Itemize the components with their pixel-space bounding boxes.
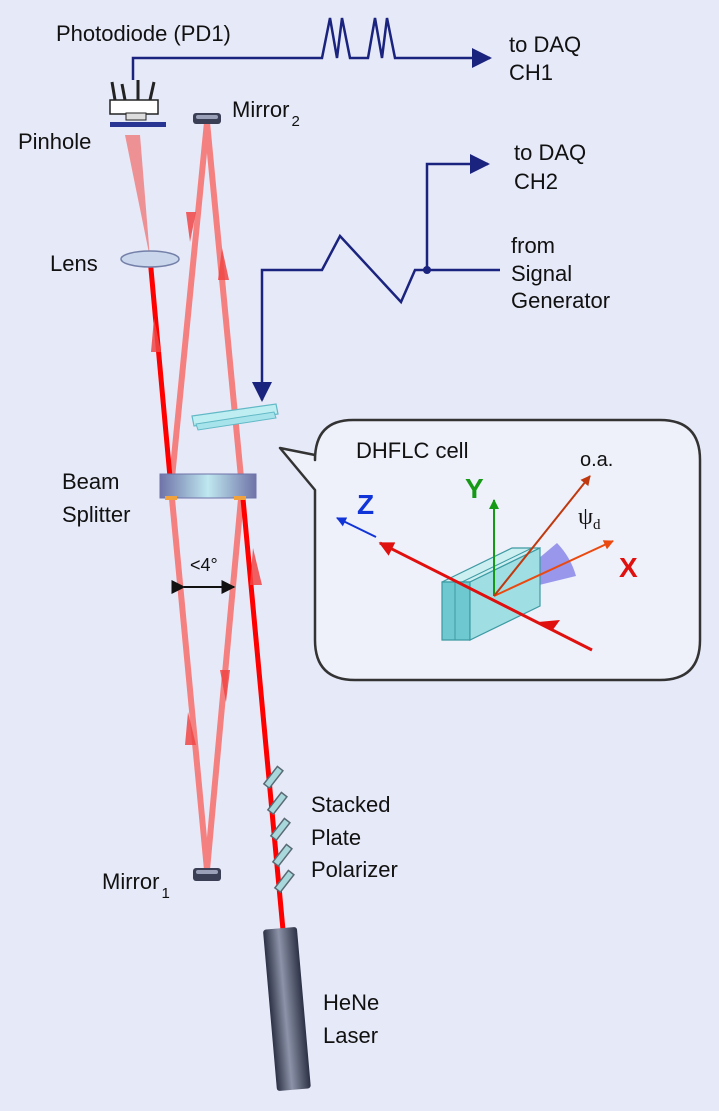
angle-label: <4° [190, 555, 218, 575]
axis-y-label: Y [465, 473, 484, 504]
photodiode-icon [109, 80, 159, 121]
daq-ch2-label-2: CH2 [514, 169, 558, 194]
optic-axis-arrow [493, 475, 591, 597]
lens-label: Lens [50, 251, 98, 276]
beam-direction-arrow [220, 670, 230, 702]
hene-laser [263, 927, 311, 1091]
beam-direction-arrow [218, 248, 229, 280]
axis-z-label: Z [357, 489, 374, 520]
pinhole [110, 122, 166, 127]
lens [120, 250, 180, 268]
pinhole-label: Pinhole [18, 129, 91, 154]
pd-signal-line [131, 17, 492, 80]
laser-label-1: HeNe [323, 990, 379, 1015]
focus-cone [125, 135, 150, 258]
siggen-label-2: Signal [511, 261, 572, 286]
laser-beam [147, 255, 174, 491]
signal-generator-line [252, 233, 500, 402]
beam-direction-arrow [151, 318, 161, 352]
beam-splitter-label-1: Beam [62, 469, 119, 494]
laser-label-2: Laser [323, 1023, 378, 1048]
daq-ch2-label-1: to DAQ [514, 140, 586, 165]
inset-title: DHFLC cell [356, 438, 468, 463]
dhflc-inset: DHFLC cell Z Y X o.a. ψd [278, 418, 702, 682]
polarizer-label-1: Stacked [311, 792, 391, 817]
beam-paths [125, 119, 286, 933]
axis-z-arrow [336, 517, 377, 538]
daq-ch1-label-2: CH1 [509, 60, 553, 85]
beam-direction-arrow [186, 212, 196, 242]
stacked-plate-polarizer [262, 765, 295, 894]
psi-label: ψd [578, 504, 601, 533]
beam-splitter-label-2: Splitter [62, 502, 130, 527]
beam-through-cell [378, 541, 593, 652]
dhflc-cell [441, 547, 541, 641]
beam-direction-arrow [250, 548, 262, 585]
dhflc-cell-in-path [191, 403, 279, 431]
ch2-signal-line [425, 154, 490, 270]
mirror-1 [193, 868, 221, 881]
weak-beam-segment [168, 119, 210, 491]
beam-splitter [159, 473, 257, 500]
axis-x-label: X [619, 552, 638, 583]
weak-beam-segment [168, 485, 210, 873]
polarizer-label-3: Polarizer [311, 857, 398, 882]
siggen-label-3: Generator [511, 288, 610, 313]
optic-axis-label: o.a. [580, 449, 613, 471]
beam-direction-arrow [185, 712, 196, 745]
polarizer-label-2: Plate [311, 825, 361, 850]
weak-beam-segment [204, 119, 245, 491]
beam-direction-arrow [538, 620, 560, 631]
photodiode-label: Photodiode (PD1) [56, 21, 231, 46]
siggen-label-1: from [511, 233, 555, 258]
axis-x-arrow [493, 540, 614, 597]
laser-beam [239, 485, 286, 933]
daq-ch1-label-1: to DAQ [509, 32, 581, 57]
signal-junction [423, 266, 431, 274]
